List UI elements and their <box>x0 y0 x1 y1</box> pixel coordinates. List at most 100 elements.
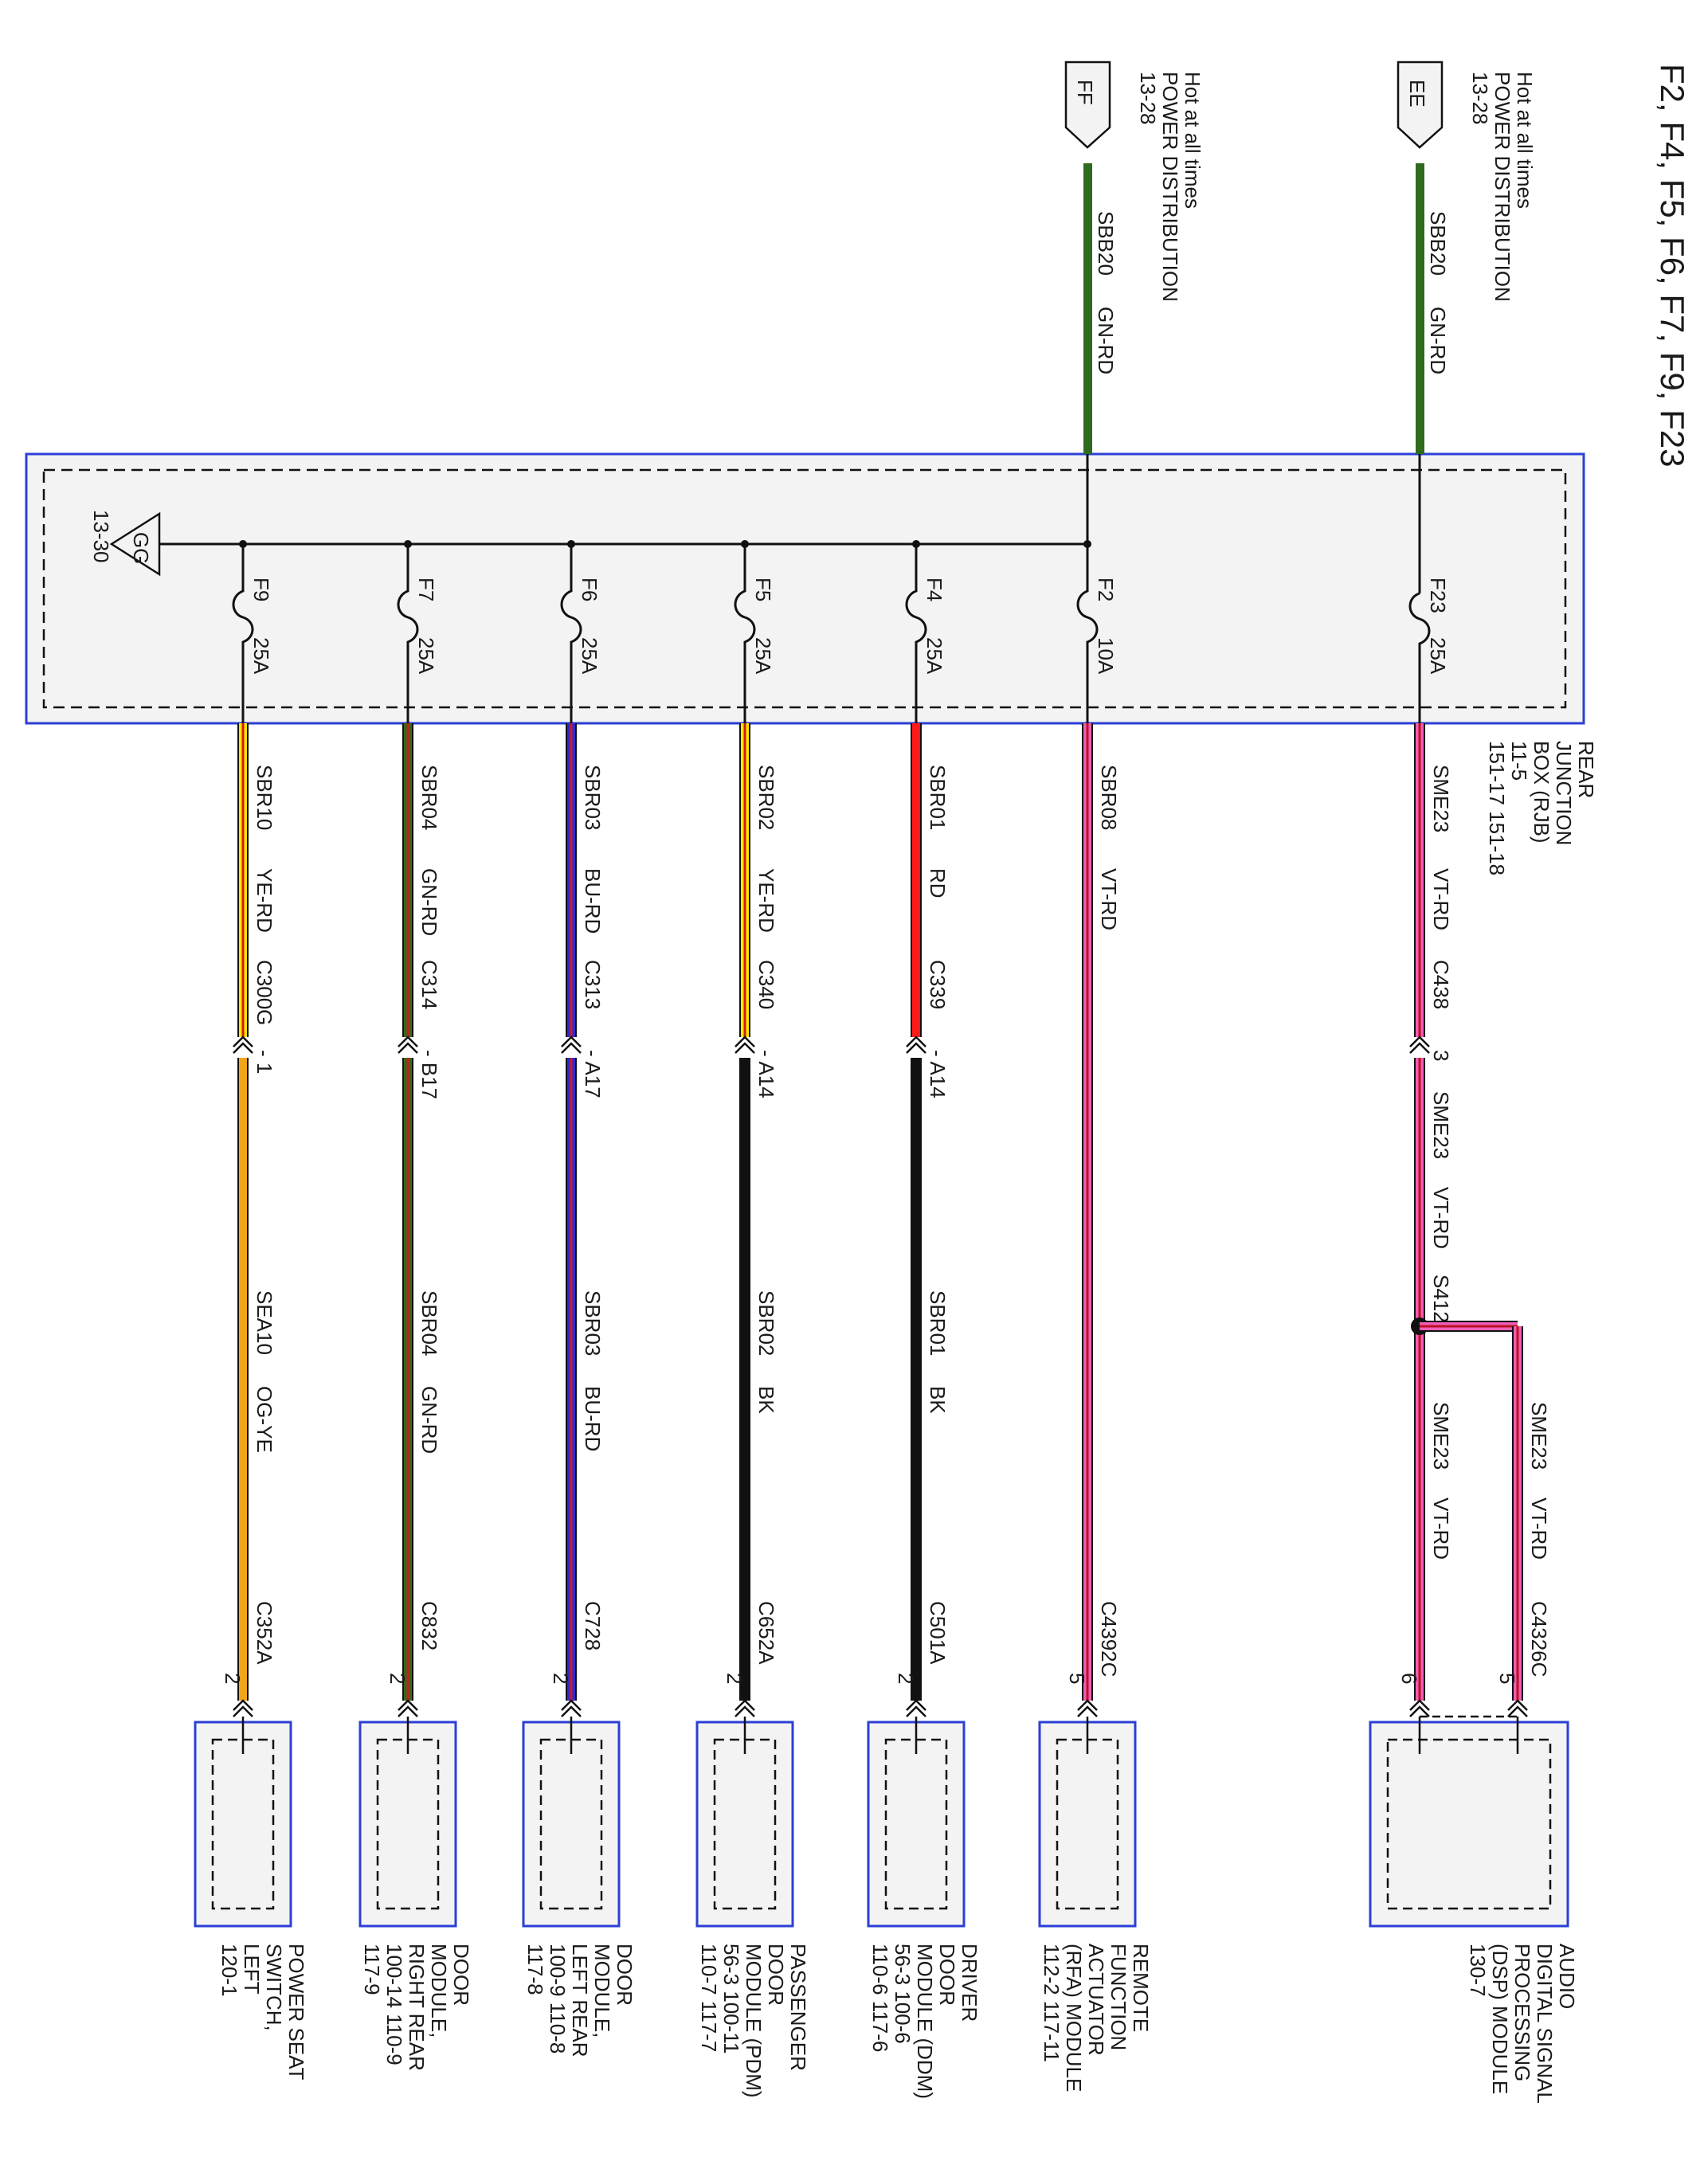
fuse-amp: 10A <box>1094 637 1118 675</box>
fuse-f5 <box>734 544 756 723</box>
component-label-line: MODULE (PDM) <box>742 1944 766 2098</box>
fuse-label: F7 <box>414 577 438 601</box>
fuse-label: F2 <box>1094 577 1118 601</box>
fuse-label: F5 <box>751 577 775 601</box>
feed-ff-color: GN-RD <box>1094 307 1118 374</box>
wire-lower-color: GN-RD <box>417 1386 441 1454</box>
wire-lower <box>911 1058 922 1701</box>
component-box-dsp <box>1369 1721 1569 1928</box>
wire-lower-id: SBR04 <box>417 1290 441 1356</box>
wire-upper-id: SME23 <box>1429 765 1453 832</box>
inline-connector <box>561 1036 582 1054</box>
inline-connector-id: C438 <box>1429 960 1453 1009</box>
inline-connector-pin: - B17 <box>417 1050 441 1099</box>
component-label-line: PROCESSING <box>1510 1944 1534 2081</box>
wire-lower <box>739 1058 750 1701</box>
component-label-line: RIGHT REAR <box>405 1944 429 2071</box>
wire-upper-id: SBR03 <box>581 765 605 830</box>
svg-text:GG: GG <box>129 532 153 564</box>
wire-upper-id: SBR02 <box>754 765 778 830</box>
component-label-line: REMOTE <box>1129 1944 1153 2032</box>
fuse-label: F4 <box>923 577 946 601</box>
wire-branch-color: VT-RD <box>1527 1498 1551 1560</box>
fuse-f9 <box>232 544 254 723</box>
wire-lower <box>566 1058 577 1701</box>
component-label-line: FUNCTION <box>1107 1944 1130 2050</box>
inline-connector <box>1409 1036 1430 1054</box>
end-pin: 5 <box>1065 1673 1089 1684</box>
feed-ee-wire: SBB20 <box>1426 211 1450 276</box>
fuse-label: F9 <box>249 577 273 601</box>
end-connector-mark <box>735 1699 755 1717</box>
component-box <box>1038 1721 1137 1928</box>
component-label-line: MODULE (DDM) <box>913 1944 937 2099</box>
component-label-line: MODULE, <box>590 1944 614 2038</box>
end-connector-id: C4392C <box>1097 1601 1121 1677</box>
component-label-line: DOOR <box>764 1944 788 2006</box>
wire-lower-id: SEA10 <box>253 1290 276 1355</box>
component-label-line: 110-7 117-7 <box>697 1944 721 2052</box>
inline-connector <box>735 1036 755 1054</box>
inline-connector-pin: - A17 <box>581 1050 605 1098</box>
wire-upper-id: SBR10 <box>253 765 276 830</box>
fuse-amp: 25A <box>1426 637 1450 675</box>
inline-connector-pin: - 1 <box>253 1050 276 1074</box>
svg-text:EE: EE <box>1405 80 1429 108</box>
component-box <box>522 1721 621 1928</box>
fuse-amp: 25A <box>578 637 601 675</box>
end-connector-id: C832 <box>417 1601 441 1650</box>
wire-lower <box>402 1058 413 1701</box>
fuse-f2 <box>1076 544 1099 723</box>
wire-upper-color: RD <box>926 868 950 899</box>
component-label-line: ACTUATOR <box>1084 1944 1108 2056</box>
component-label-line: LEFT REAR <box>568 1944 592 2057</box>
feed-ee-color: GN-RD <box>1426 307 1450 374</box>
junction-box-inner-outline <box>42 468 1567 709</box>
end-connector-id: C352A <box>253 1601 276 1665</box>
feed-ee-ref: 13-28 <box>1468 72 1492 125</box>
end-connector-id: C501A <box>926 1601 950 1665</box>
component-label-line: 100-9 110-8 <box>546 1944 570 2054</box>
wire-upper <box>402 723 413 1037</box>
wire-upper-color: YE-RD <box>754 868 778 933</box>
end-pin-b: 5 <box>1495 1673 1519 1684</box>
junction-box-outline <box>25 452 1585 725</box>
component-label-line: DRIVER <box>958 1944 981 2022</box>
feed-ff-hot: Hot at all times <box>1181 72 1205 209</box>
inline-connector <box>906 1036 926 1054</box>
wire-branch <box>1512 1326 1523 1701</box>
fuse-label: F23 <box>1426 577 1450 613</box>
component-label-line: PASSENGER <box>786 1944 810 2071</box>
end-connector-mark <box>233 1699 253 1717</box>
wire-upper-id: SBR08 <box>1097 765 1121 830</box>
fuse-f7 <box>397 544 419 723</box>
wire-lower2-id: SME23 <box>1429 1402 1453 1470</box>
component-label-line: DOOR <box>935 1944 959 2006</box>
wire-lower2-color: VT-RD <box>1429 1498 1453 1560</box>
inline-connector <box>398 1036 418 1054</box>
circuit-f23: F2325ASME23VT-RDC4383SME23VT-RDS412SME23… <box>1369 577 1579 2104</box>
end-connector-mark <box>561 1699 582 1717</box>
jb-label-line-4: 11-5 <box>1507 741 1531 781</box>
inline-connector-pin: 3 <box>1429 1050 1453 1061</box>
end-pin: 2 <box>894 1673 918 1684</box>
component-label-line: SWITCH, <box>262 1944 286 2031</box>
inline-connector-pin: - A14 <box>926 1050 950 1098</box>
diagram-title: F2, F4, F5, F6, F7, F9, F23 <box>1654 64 1691 467</box>
wire-upper <box>739 723 750 1037</box>
end-connector-id: C728 <box>581 1601 605 1650</box>
fuse-label: F6 <box>578 577 601 601</box>
inline-connector <box>233 1036 253 1054</box>
component-label-line: AUDIO <box>1555 1944 1579 2009</box>
inline-connector-id: C300G <box>253 960 276 1025</box>
fuse-amp: 25A <box>923 637 946 675</box>
component-label-line: 130-7 <box>1466 1944 1490 1997</box>
wire-lower-id: SBR01 <box>926 1290 950 1356</box>
component-label-line: 100-14 110-9 <box>382 1944 406 2065</box>
wire-lower-color: VT-RD <box>1429 1187 1453 1249</box>
component-label-line: (DSP) MODULE <box>1488 1944 1512 2094</box>
